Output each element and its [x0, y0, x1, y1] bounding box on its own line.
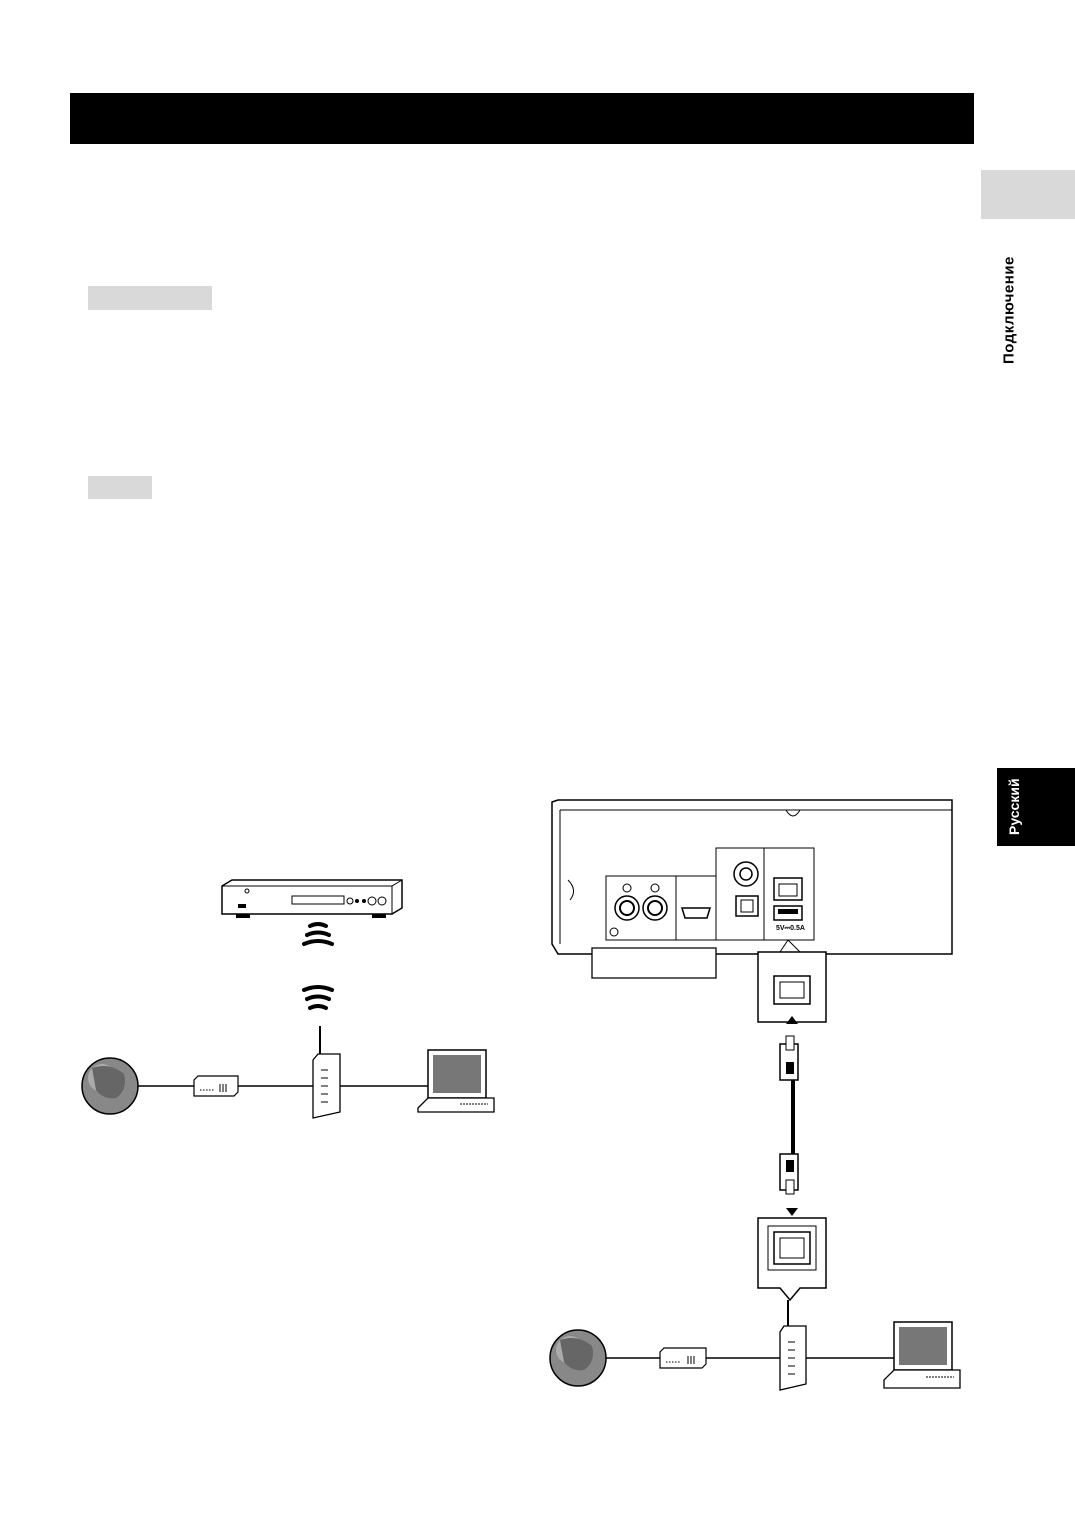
internet-globe-icon	[549, 1329, 607, 1387]
modem-icon	[193, 1075, 239, 1097]
section-tag-2	[88, 476, 152, 499]
modem-icon	[659, 1347, 707, 1369]
header-bar	[70, 93, 974, 144]
wireless-signal-icon	[302, 922, 334, 1010]
language-tab: Русский	[997, 768, 1075, 846]
usb-rating-label: 5V⎓0.5A	[776, 925, 805, 932]
chapter-tab	[981, 170, 1075, 219]
internet-globe-icon	[81, 1057, 139, 1115]
wireless-router-icon	[312, 1026, 341, 1119]
laptop-computer-icon	[883, 1321, 961, 1389]
lan-port-icon	[757, 951, 827, 1023]
lan-port-icon	[757, 1217, 827, 1302]
player-rear-panel	[551, 799, 953, 979]
blu-ray-player-icon	[221, 879, 403, 918]
wireless-router-icon	[779, 1300, 807, 1391]
section-tag-1	[88, 286, 212, 310]
lan-cable-icon	[779, 1035, 799, 1195]
laptop-computer-icon	[417, 1049, 495, 1113]
